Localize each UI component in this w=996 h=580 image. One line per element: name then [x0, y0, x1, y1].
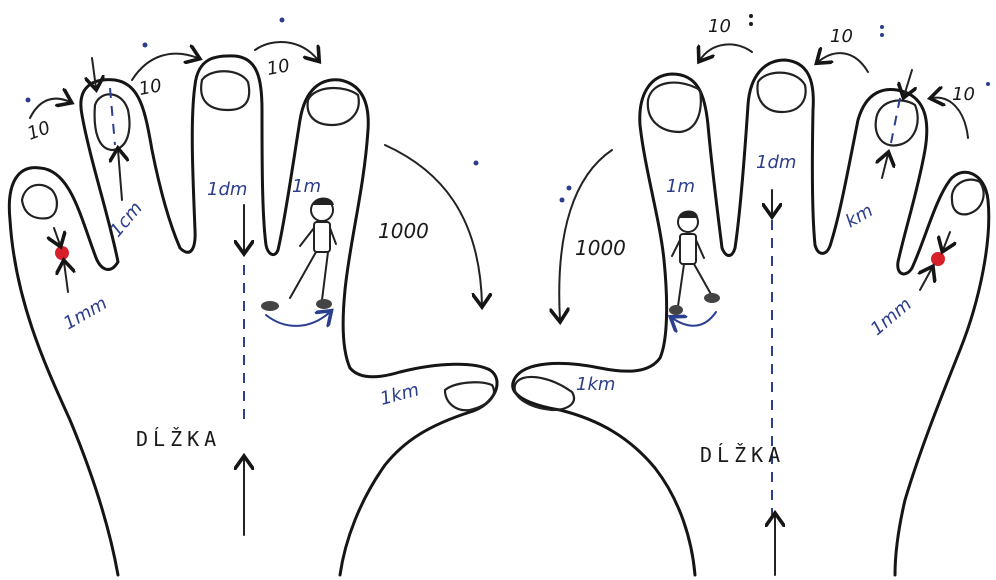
left-unit-index: 1m — [292, 176, 321, 197]
curved-arrow-icon — [818, 53, 868, 72]
right-unit-ring: km — [842, 200, 877, 232]
right-thumb-factor: 1000 — [575, 236, 626, 260]
right-unit-middle: 1dm — [756, 152, 796, 173]
left-step-label-3: 10 — [265, 55, 291, 80]
left-unit-middle: 1dm — [207, 179, 247, 200]
left-step-label-1: 10 — [137, 75, 163, 100]
curved-arrow-icon — [700, 44, 752, 60]
curved-arrow-icon — [559, 150, 612, 320]
right-unit-little: 1mm — [867, 294, 916, 340]
left-unit-little: 1mm — [60, 293, 111, 334]
right-step-label-2: 10 — [830, 26, 853, 47]
left-unit-thumb: 1km — [378, 379, 422, 409]
left-thumb-factor: 1000 — [378, 219, 429, 243]
right-hand: 10 10 10 1000 1mm km 1dm 1m 1km DĹŽKA — [513, 14, 990, 575]
red-dot-icon — [931, 252, 945, 266]
curved-arrow-icon — [30, 99, 70, 118]
left-hand: 10 10 10 1000 1mm 1cm 1dm 1m 1km DĹŽKA — [9, 18, 497, 576]
red-dot-icon — [55, 246, 69, 260]
curved-arrow-icon — [132, 54, 198, 80]
left-step-label-2: 10 — [25, 117, 54, 145]
right-step-label-1: 10 — [708, 16, 731, 37]
right-hand-outline — [513, 60, 989, 575]
left-axis-label: DĹŽKA — [136, 427, 221, 451]
right-unit-thumb: 1km — [576, 374, 615, 395]
right-axis-label: DĹŽKA — [700, 443, 785, 467]
walking-person-icon — [669, 211, 720, 326]
walking-person-icon — [261, 198, 336, 326]
right-step-label-3: 10 — [952, 84, 975, 105]
right-unit-index: 1m — [666, 176, 695, 197]
